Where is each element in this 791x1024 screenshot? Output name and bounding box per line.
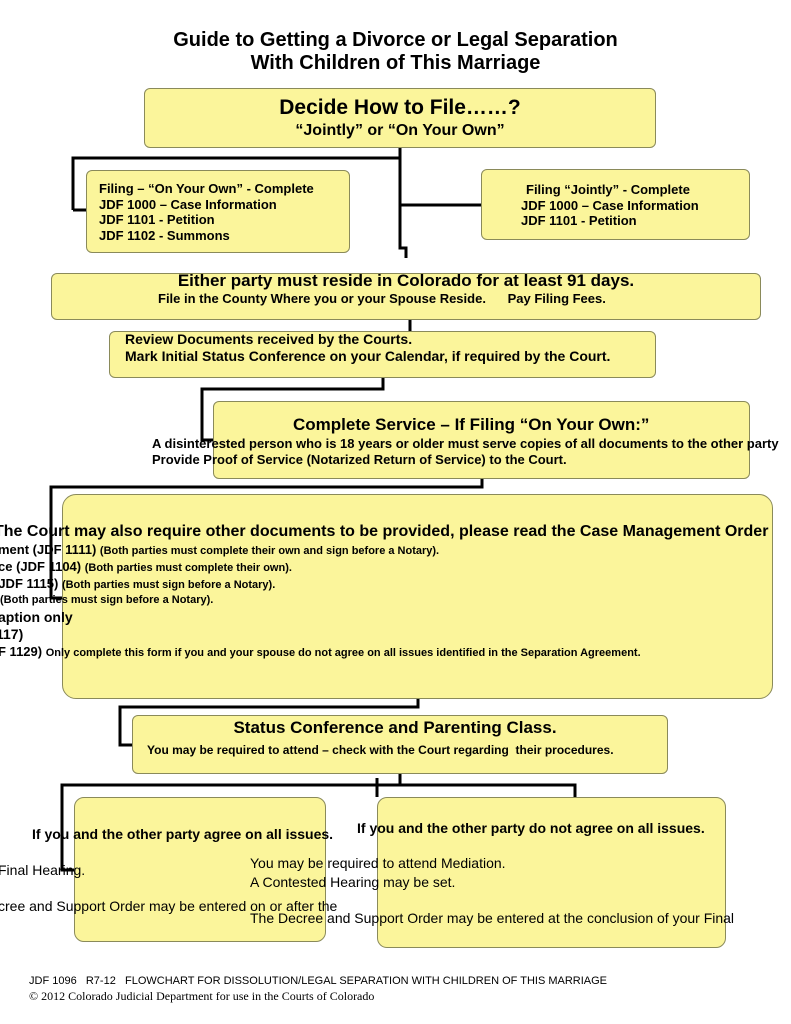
court-row-3-note: (Both parties must sign before a Notary)… <box>61 579 276 591</box>
agree-heading: If you and the other party agree on all … <box>32 826 334 842</box>
footer-form-id: JDF 1096 R7-12 FLOWCHART FOR DISSOLUTION… <box>29 975 608 987</box>
decide-box <box>144 88 656 148</box>
residency-subheading: File in the County Where you or your Spo… <box>158 291 606 306</box>
own-line-1: Filing – “On Your Own” - Complete <box>99 181 314 196</box>
review-line-1: Review Documents received by the Courts. <box>125 331 413 347</box>
connector-court-status <box>118 699 420 747</box>
decide-subheading: “Jointly” or “On Your Own” <box>295 122 505 139</box>
service-line-2: Provide Proof of Service (Notarized Retu… <box>152 452 567 467</box>
court-heading: The Court may also require other documen… <box>0 523 769 540</box>
review-documents-box <box>109 331 656 378</box>
disagree-box <box>377 797 726 948</box>
status-subheading: You may be required to attend – check wi… <box>147 743 614 757</box>
jointly-line-2: JDF 1000 – Case Information <box>521 198 699 213</box>
court-row-3-form: (JDF 1115) <box>0 576 59 591</box>
connector-status-disagree <box>400 783 577 797</box>
disagree-line-1: You may be required to attend Mediation. <box>250 855 506 871</box>
status-conference-box <box>132 715 668 774</box>
court-row-5: aption only <box>0 609 73 625</box>
connector-service-court <box>49 479 484 600</box>
court-row-3: (JDF 1115) (Both parties must sign befor… <box>0 576 275 591</box>
decide-heading: Decide How to File……? <box>279 96 521 119</box>
own-line-4: JDF 1102 - Summons <box>99 228 230 243</box>
court-documents-box <box>62 494 773 699</box>
connector-review-service <box>200 378 385 442</box>
court-row-7-form: F 1129) <box>0 644 43 659</box>
agree-box <box>74 797 326 942</box>
residency-heading: Either party must reside in Colorado for… <box>177 271 635 290</box>
connector-to-residency <box>398 205 408 258</box>
agree-line-1: Final Hearing. <box>0 862 86 878</box>
agree-line-2: cree and Support Order may be entered on… <box>0 898 338 914</box>
court-row-2-note: (Both parties must complete their own). <box>84 562 292 574</box>
file-on-your-own-box <box>86 170 350 253</box>
service-heading: Complete Service – If Filing “On Your Ow… <box>293 415 650 434</box>
court-row-2: ce (JDF 1104) (Both parties must complet… <box>0 559 292 574</box>
connector-status-agree <box>60 774 402 872</box>
court-row-1: ment (JDF 1111) (Both parties must compl… <box>0 542 439 557</box>
court-row-1-note: (Both parties must complete their own an… <box>99 545 440 557</box>
page-title: Guide to Getting a Divorce or Legal Sepa… <box>173 29 618 51</box>
complete-service-box <box>213 401 750 479</box>
footer-copyright: © 2012 Colorado Judicial Department for … <box>29 989 375 1003</box>
file-jointly-box <box>481 169 750 240</box>
court-row-4-note: (Both parties must sign before a Notary)… <box>0 594 214 606</box>
court-row-6: 117) <box>0 626 24 642</box>
jointly-line-1: Filing “Jointly” - Complete <box>526 182 690 197</box>
service-line-1: A disinterested person who is 18 years o… <box>152 436 779 451</box>
disagree-line-2: A Contested Hearing may be set. <box>250 874 456 890</box>
connector-to-jointly <box>71 156 481 210</box>
jointly-line-3: JDF 1101 - Petition <box>521 213 637 228</box>
review-line-2: Mark Initial Status Conference on your C… <box>125 348 611 364</box>
own-line-3: JDF 1101 - Petition <box>99 212 215 227</box>
court-row-2-form: ce (JDF 1104) <box>0 559 82 574</box>
court-row-1-form: ment (JDF 1111) <box>0 542 97 557</box>
disagree-heading: If you and the other party do not agree … <box>357 820 705 836</box>
residency-box <box>51 273 761 320</box>
disagree-line-3: The Decree and Support Order may be ente… <box>250 910 735 926</box>
court-row-7: F 1129) Only complete this form if you a… <box>0 644 641 659</box>
court-row-7-note: Only complete this form if you and your … <box>45 647 641 659</box>
status-heading: Status Conference and Parenting Class. <box>233 718 557 737</box>
own-line-2: JDF 1000 – Case Information <box>99 197 277 212</box>
page-subtitle: With Children of This Marriage <box>250 52 541 74</box>
court-row-4: (Both parties must sign before a Notary)… <box>0 594 213 606</box>
